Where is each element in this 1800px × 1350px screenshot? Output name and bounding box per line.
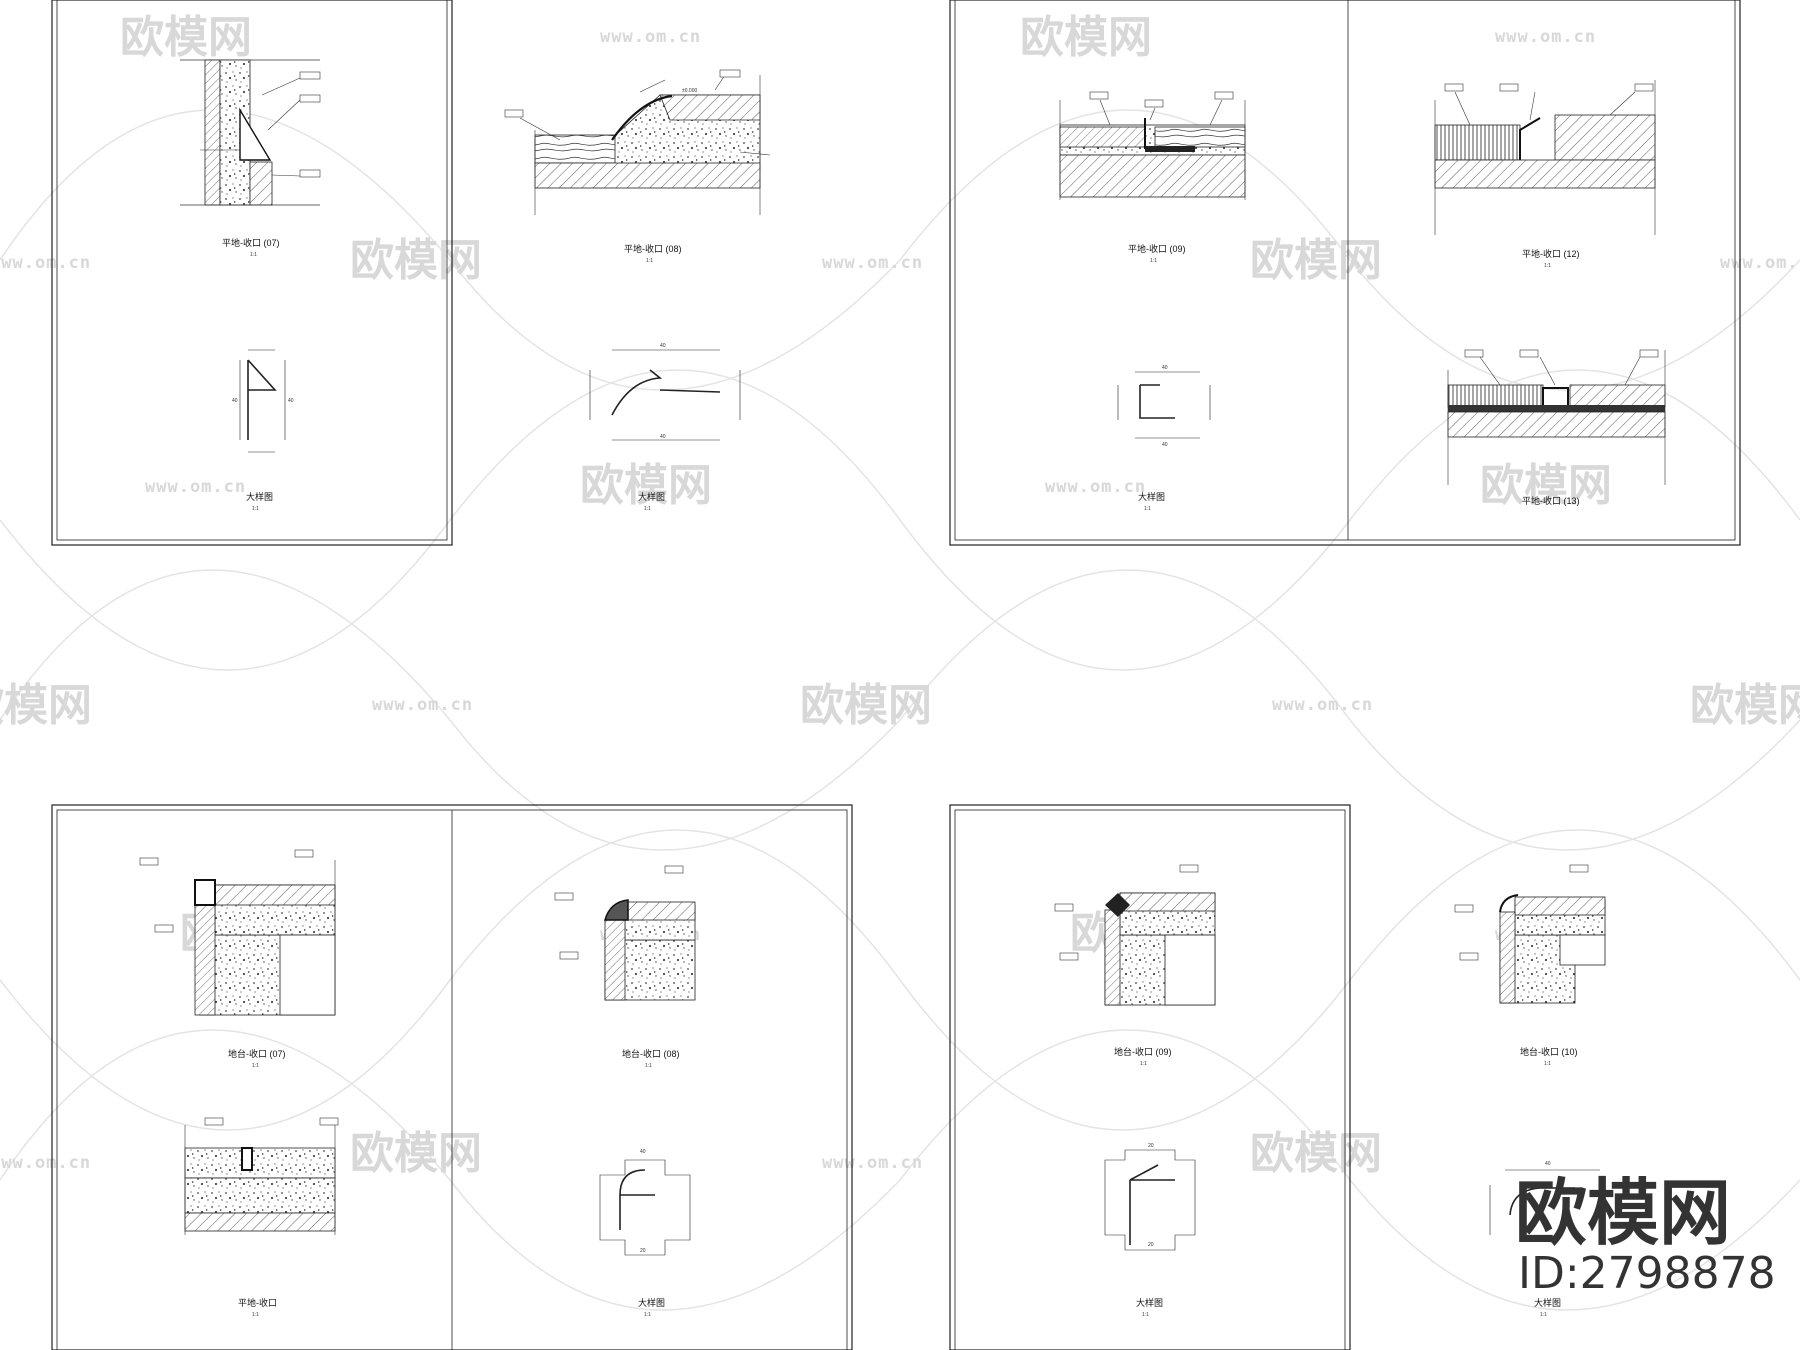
sheet-frame-bottom-right	[949, 804, 1351, 1350]
caption-detail-large-tl-2: 大样图	[638, 491, 665, 502]
scale-note: 1:1	[1140, 1061, 1147, 1067]
profile-cross-bl	[599, 1159, 691, 1256]
caption-detail-large-br-2: 大样图	[1534, 1297, 1561, 1308]
detail-flat-07	[180, 59, 321, 206]
scale-note: 1:1	[1544, 1061, 1551, 1067]
scale-note: 1:1	[1540, 1312, 1547, 1318]
dimension-label: 20	[1148, 1242, 1154, 1248]
sheet-frame-top-right	[949, 0, 1741, 546]
scale-note: 1:1	[1150, 258, 1157, 264]
caption-flat-09: 平地-收口 (09)	[1128, 243, 1186, 254]
caption-detail-large-tr: 大样图	[1138, 491, 1165, 502]
logo-brand: 欧模网	[1515, 1171, 1731, 1255]
scale-note: 1:1	[1144, 506, 1151, 512]
profile-curve	[589, 349, 741, 441]
watermark-url: www.om.cn	[145, 477, 246, 497]
watermark-url: www.om.cn	[822, 253, 923, 273]
brand-logo: 欧模网 ID:2798878	[1515, 1171, 1776, 1299]
detail-flat-12	[1434, 80, 1656, 235]
caption-flat-12: 平地-收口 (12)	[1522, 248, 1580, 259]
watermark-url: www.om.cn	[1045, 477, 1146, 497]
watermark-brand: 欧模网	[800, 680, 932, 731]
caption-detail-large-bl: 大样图	[638, 1297, 665, 1308]
scale-note: 1:1	[644, 1312, 651, 1318]
sheet-frame-top-left-a	[51, 0, 453, 546]
detail-platform-09	[1054, 864, 1216, 1006]
dimension-label: 40	[1162, 442, 1168, 448]
watermark-url: www.om.cn	[600, 27, 701, 47]
detail-flat-08: ±0.000	[504, 69, 771, 215]
watermark-brand: 欧模网	[350, 1128, 482, 1179]
watermark-url: www.om.cn	[822, 1153, 923, 1173]
watermark-url: www.om.cn	[1495, 27, 1596, 47]
caption-platform-07: 地台-收口 (07)	[228, 1048, 286, 1059]
detail-flat-platform	[184, 1117, 339, 1235]
watermark-brand: 欧模网	[1690, 680, 1800, 731]
caption-platform-09: 地台-收口 (09)	[1114, 1046, 1172, 1057]
caption-platform-10: 地台-收口 (10)	[1520, 1046, 1578, 1057]
caption-flat-13: 平地-收口 (13)	[1522, 495, 1580, 506]
sheet-frame-bottom-left	[51, 804, 853, 1350]
watermark-url: www.om.cn	[0, 253, 91, 273]
watermark-url: www.om.cn	[1272, 695, 1373, 715]
profile-curve-br	[1489, 1169, 1600, 1235]
dimension-label: 40	[1545, 1161, 1551, 1167]
watermark-url: www.om.cn	[372, 695, 473, 715]
watermark-url: www.om.cn	[1720, 253, 1800, 273]
watermark-brand: 欧模网	[120, 12, 252, 63]
profile-z	[1117, 371, 1211, 439]
caption-detail-large-tl: 大样图	[246, 491, 273, 502]
profile-triangle	[239, 349, 286, 453]
caption-flat-07: 平地-收口 (07)	[222, 237, 280, 248]
scale-note: 1:1	[645, 1063, 652, 1069]
scale-note: 1:1	[252, 506, 259, 512]
caption-detail-large-br: 大样图	[1136, 1297, 1163, 1308]
detail-platform-10	[1454, 864, 1606, 1004]
level-mark: ±0.000	[682, 88, 697, 94]
profile-cross-br	[1104, 1149, 1196, 1251]
scale-note: 1:1	[252, 1063, 259, 1069]
scale-note: 1:1	[646, 258, 653, 264]
scale-note: 1:1	[1544, 263, 1551, 269]
dimension-label: 40	[640, 1149, 646, 1155]
sheet-frames	[51, 0, 1741, 1350]
watermark-brand: 欧模网	[350, 235, 482, 286]
watermark-brand: 欧模网	[1250, 1128, 1382, 1179]
caption-flat-08: 平地-收口 (08)	[624, 243, 682, 254]
scale-note: 1:1	[252, 1312, 259, 1318]
scale-note: 1:1	[250, 252, 257, 258]
scale-note: 1:1	[1142, 1312, 1149, 1318]
watermark-brand: 欧模网	[0, 680, 92, 731]
watermark-brand: 欧模网	[1250, 235, 1382, 286]
caption-platform-08: 地台-收口 (08)	[622, 1048, 680, 1059]
dimension-label: 20	[640, 1248, 646, 1254]
logo-id: ID:2798878	[1518, 1248, 1776, 1299]
watermark-brand: 欧模网	[1480, 460, 1612, 511]
caption-flat-platform: 平地-收口	[238, 1297, 277, 1308]
detail-flat-09	[1059, 91, 1246, 200]
dimension-label: 40	[232, 398, 238, 404]
detail-platform-08	[554, 865, 696, 1001]
dimension-label: 40	[660, 434, 666, 440]
watermark-brand: 欧模网	[1020, 12, 1152, 63]
dimension-label: 40	[660, 343, 666, 349]
detail-platform-07	[139, 849, 336, 1016]
watermark-url: www.om.cn	[0, 1153, 91, 1173]
scale-note: 1:1	[644, 506, 651, 512]
dimension-label: 20	[1148, 1143, 1154, 1149]
detail-flat-13	[1447, 349, 1666, 485]
watermark-brand: 欧模网	[580, 460, 712, 511]
dimension-label: 40	[288, 398, 294, 404]
dimension-label: 40	[1162, 365, 1168, 371]
watermark-layer: 欧模网 欧模网 欧模网 欧模网 欧模网 欧模网 欧模网 欧模网 欧模网 欧模网 …	[0, 12, 1800, 1311]
